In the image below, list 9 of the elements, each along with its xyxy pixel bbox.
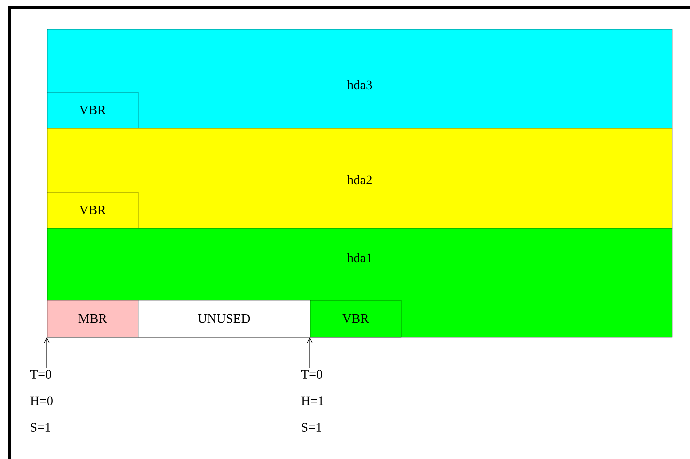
position-label: T=0 H=1 S=1 (301, 370, 324, 432)
boot-record-box: MBR (47, 300, 139, 338)
boot-record-box: UNUSED (138, 300, 311, 338)
boot-record-box: VBR (47, 192, 139, 229)
arrow (307, 338, 313, 368)
position-label: T=0 H=0 S=1 (30, 370, 53, 432)
boot-record-box: VBR (310, 300, 402, 338)
boot-record-box: VBR (47, 92, 139, 129)
arrow (44, 338, 50, 368)
